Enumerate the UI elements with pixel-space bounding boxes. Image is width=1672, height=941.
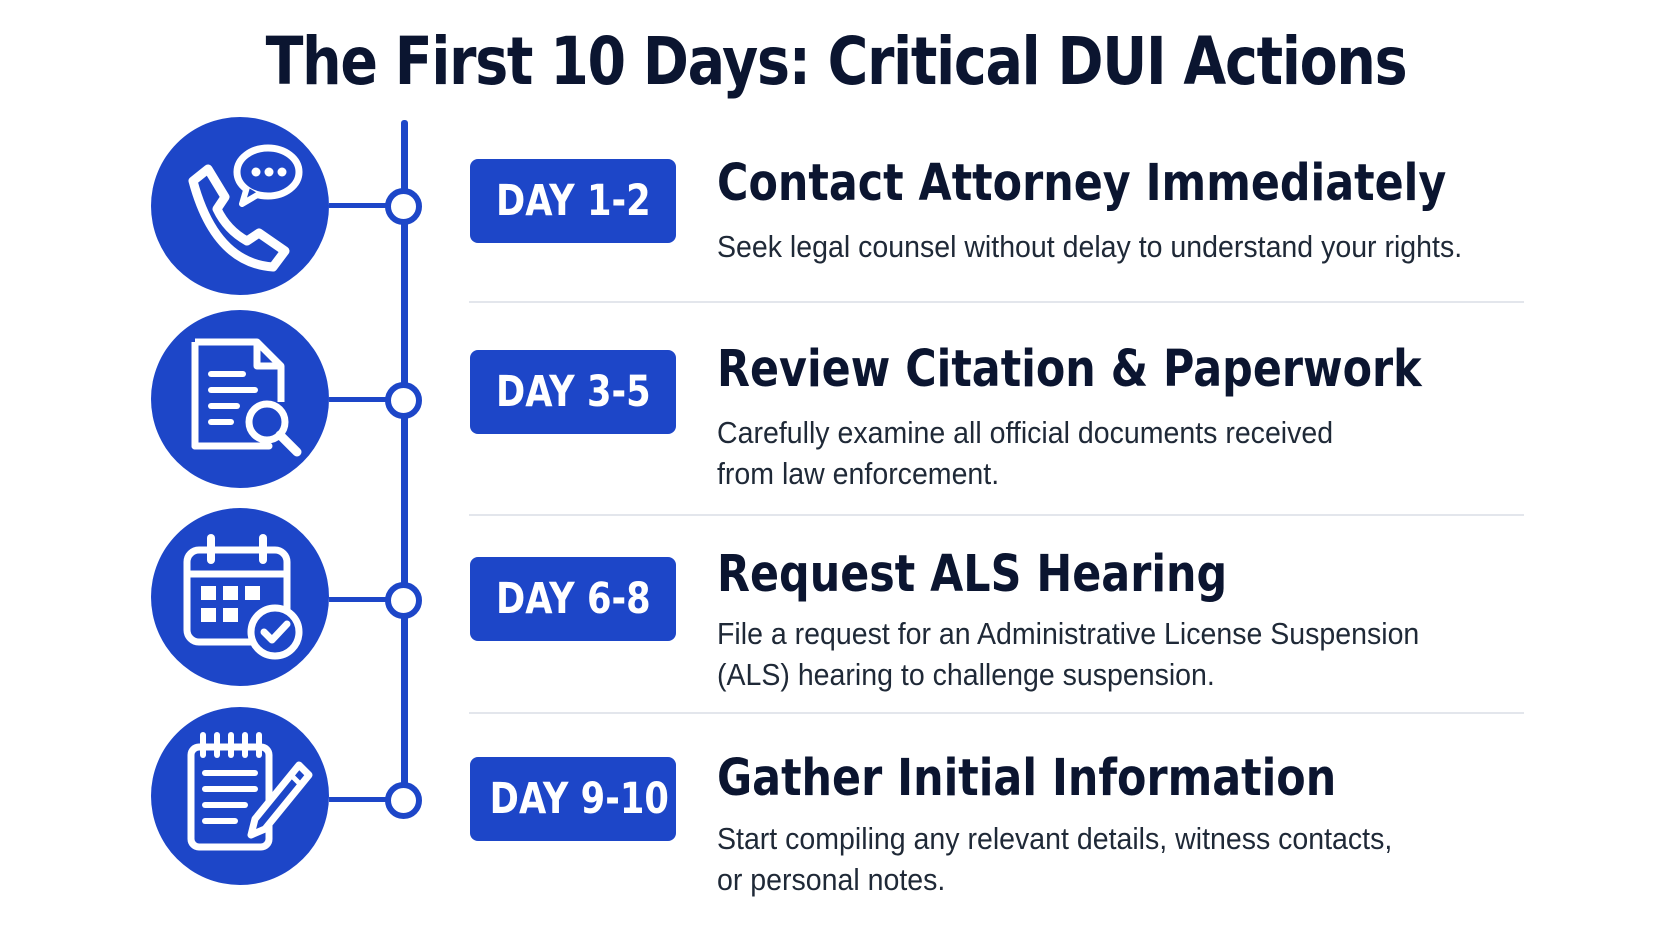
notepad-pen-icon	[151, 707, 329, 885]
step-description-line: Carefully examine all official documents…	[717, 415, 1334, 450]
timeline-connector	[329, 597, 405, 602]
timeline-node	[385, 188, 422, 225]
document-search-icon	[151, 310, 329, 488]
timeline-node	[385, 382, 422, 419]
timeline-connector	[329, 203, 405, 208]
step-title: Review Citation & Paperwork	[717, 340, 1422, 399]
step-description: Seek legal counsel without delay to unde…	[717, 226, 1462, 267]
day-badge: DAY 9-10	[470, 757, 676, 841]
timeline-connector	[329, 397, 405, 402]
step-title: Contact Attorney Immediately	[717, 154, 1447, 213]
step-description-line: File a request for an Administrative Lic…	[717, 616, 1420, 651]
timeline-node	[385, 582, 422, 619]
step-divider	[469, 514, 1524, 516]
page-title: The First 10 Days: Critical DUI Actions	[265, 23, 1408, 100]
step-description-line: Start compiling any relevant details, wi…	[717, 821, 1393, 856]
step-divider	[469, 301, 1524, 303]
step-description-line: Seek legal counsel without delay to unde…	[717, 229, 1463, 264]
timeline-connector	[329, 797, 405, 802]
step-description-line: (ALS) hearing to challenge suspension.	[717, 657, 1215, 692]
step-description: File a request for an Administrative Lic…	[717, 613, 1419, 695]
step-description-line: from law enforcement.	[717, 456, 1000, 491]
step-description: Carefully examine all official documents…	[717, 412, 1333, 494]
timeline-node	[385, 782, 422, 819]
phone-chat-icon	[151, 117, 329, 295]
step-divider	[469, 712, 1524, 714]
day-badge: DAY 1-2	[470, 159, 676, 243]
step-title: Gather Initial Information	[717, 749, 1337, 808]
step-description-line: or personal notes.	[717, 862, 946, 897]
step-title: Request ALS Hearing	[717, 545, 1228, 604]
day-badge: DAY 6-8	[470, 557, 676, 641]
step-description: Start compiling any relevant details, wi…	[717, 818, 1392, 900]
day-badge: DAY 3-5	[470, 350, 676, 434]
timeline-line	[401, 120, 408, 803]
calendar-check-icon	[151, 508, 329, 686]
